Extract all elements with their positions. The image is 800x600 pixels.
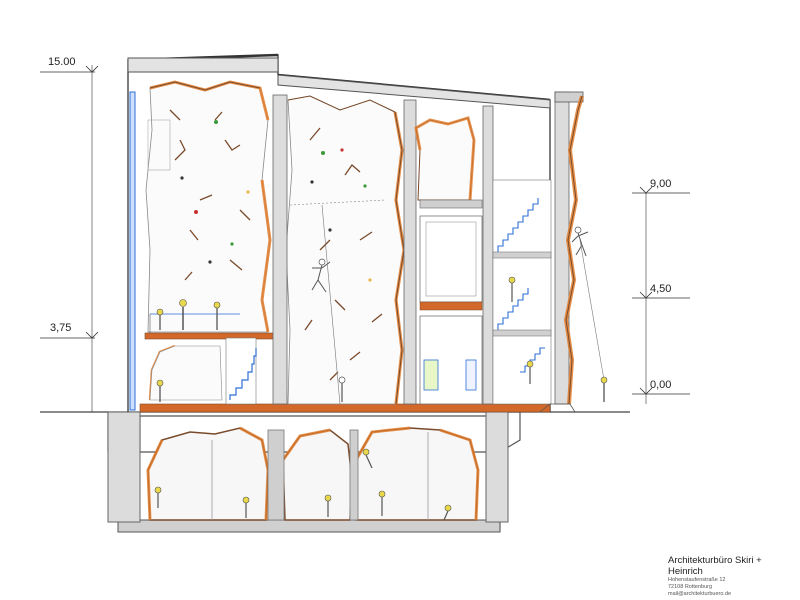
column-d: [554, 91, 570, 405]
address-line-1: Hohenstaufenstraße 12: [668, 577, 726, 583]
gallery-level: [149, 299, 240, 333]
basement-wall-right: [485, 411, 509, 523]
slab-0-00: [139, 403, 551, 413]
level-label-4-50: 4,50: [650, 283, 672, 295]
architect-firm-name: Architekturbüro Skiri + Heinrich: [668, 555, 762, 577]
central-rooms: [419, 215, 483, 405]
title-block: Architekturbüro Skiri + Heinrich Hohenst…: [668, 555, 796, 598]
level-label-3-75: 3,75: [50, 322, 72, 334]
address-line-2: 72108 Rottenburg: [668, 584, 713, 590]
level-label-9-00: 9,00: [650, 178, 672, 190]
glass-facade-left: [129, 91, 136, 411]
basement-wall-left: [107, 411, 141, 523]
climbing-hall-center: [285, 95, 406, 405]
level-marker-left: [40, 65, 99, 412]
basement-slab: [117, 519, 501, 533]
stair-lower-left: [148, 337, 257, 405]
exterior-rock-facade: [539, 95, 608, 413]
climbing-hall-left: [145, 80, 272, 333]
level-label-0-00: 0,00: [650, 379, 672, 391]
level-label-15-00: 15.00: [48, 56, 76, 68]
level-marker-right: [632, 186, 690, 404]
roof-parapet-left: [127, 57, 279, 73]
column-a: [272, 94, 288, 405]
stairwell-right: [492, 179, 552, 405]
column-b: [403, 99, 417, 405]
column-c: [482, 105, 494, 405]
basement-caves: [146, 426, 480, 521]
roof-parapet-right: [277, 74, 551, 109]
address-line-3: mail@architekturbuero.de: [668, 591, 732, 597]
upper-cave: [414, 116, 483, 209]
